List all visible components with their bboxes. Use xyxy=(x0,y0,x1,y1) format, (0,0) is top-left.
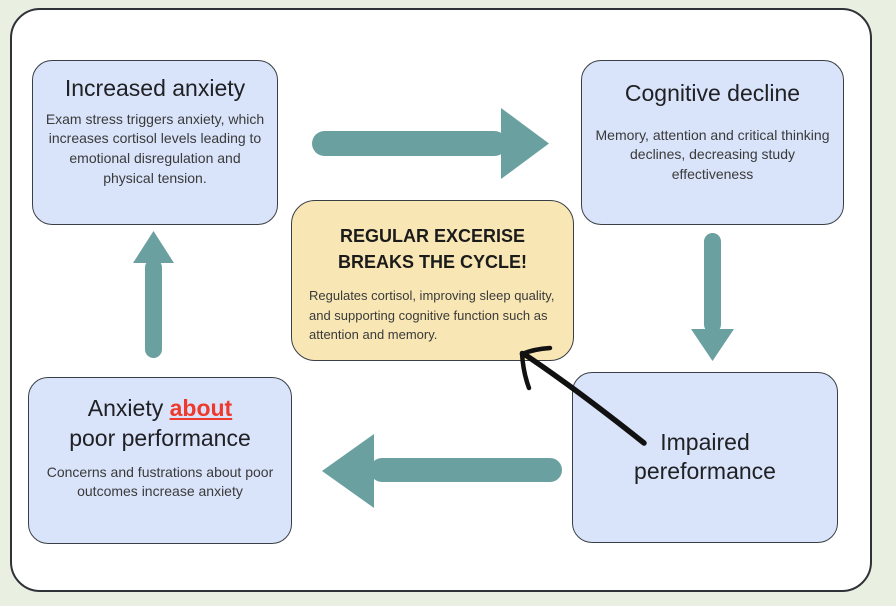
box-title: Increased anxiety xyxy=(64,75,246,101)
title-line2: poor performance xyxy=(69,424,251,451)
box-title: Cognitive decline xyxy=(624,80,801,106)
box-increased-anxiety: Increased anxiety Exam stress triggers a… xyxy=(32,60,278,225)
box-title: Impaired pereformance xyxy=(573,428,837,488)
box-regular-exercise: REGULAR EXCERISE BREAKS THE CYCLE! Regula… xyxy=(291,200,574,361)
box-heading: REGULAR EXCERISE BREAKS THE CYCLE! xyxy=(309,223,556,275)
title-line2: pereformance xyxy=(634,458,776,485)
title-highlight: about xyxy=(169,395,233,421)
box-cognitive-decline: Cognitive decline Memory, attention and … xyxy=(581,60,844,225)
heading-line1: REGULAR EXCERISE xyxy=(339,226,526,246)
title-line1: Impaired xyxy=(660,428,750,455)
box-anxiety-about-poor-performance: Anxiety about poor performance Concerns a… xyxy=(28,377,292,544)
box-impaired-performance: Impaired pereformance xyxy=(572,372,838,543)
box-body: Concerns and fustrations about poor outc… xyxy=(46,463,274,500)
box-title: Anxiety about poor performance xyxy=(39,394,281,454)
box-body: Memory, attention and critical thinking … xyxy=(595,126,830,183)
heading-line2: BREAKS THE CYCLE! xyxy=(337,252,527,273)
title-prefix: Anxiety xyxy=(87,395,170,421)
box-body: Exam stress triggers anxiety, which incr… xyxy=(45,110,265,186)
box-body: Regulates cortisol, improving sleep qual… xyxy=(309,288,555,343)
